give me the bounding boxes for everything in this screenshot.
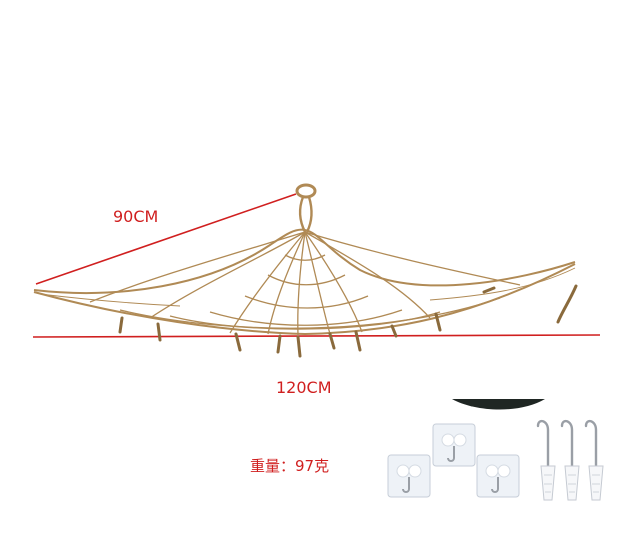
wall-anchor-icon <box>564 465 580 501</box>
screw-hook-icon <box>536 419 550 472</box>
bottom-edge-rope <box>33 263 576 336</box>
hammock-net <box>33 183 576 336</box>
adhesive-hooks <box>387 423 520 498</box>
screw-hooks <box>536 419 598 472</box>
top-edge-rope <box>33 228 576 294</box>
diagonal-measure-line <box>35 193 297 285</box>
weight-label: 重量：97克 <box>250 457 330 475</box>
tassels <box>118 284 578 358</box>
screw-hook-icon <box>584 419 598 472</box>
diagonal-measure-label: 90CM <box>113 207 159 226</box>
hanging-ring-icon <box>295 183 317 199</box>
width-measure-line <box>32 334 601 338</box>
wall-anchor-icon <box>588 465 604 501</box>
adhesive-hook-icon <box>387 454 431 498</box>
wall-anchor-icon <box>540 465 556 501</box>
adhesive-hook-icon <box>432 423 476 467</box>
wall-anchors <box>540 465 604 501</box>
adhesive-hook-icon <box>476 454 520 498</box>
bowl-edge <box>452 399 545 410</box>
screw-hook-icon <box>560 419 574 472</box>
width-measure-label: 120CM <box>276 378 332 397</box>
